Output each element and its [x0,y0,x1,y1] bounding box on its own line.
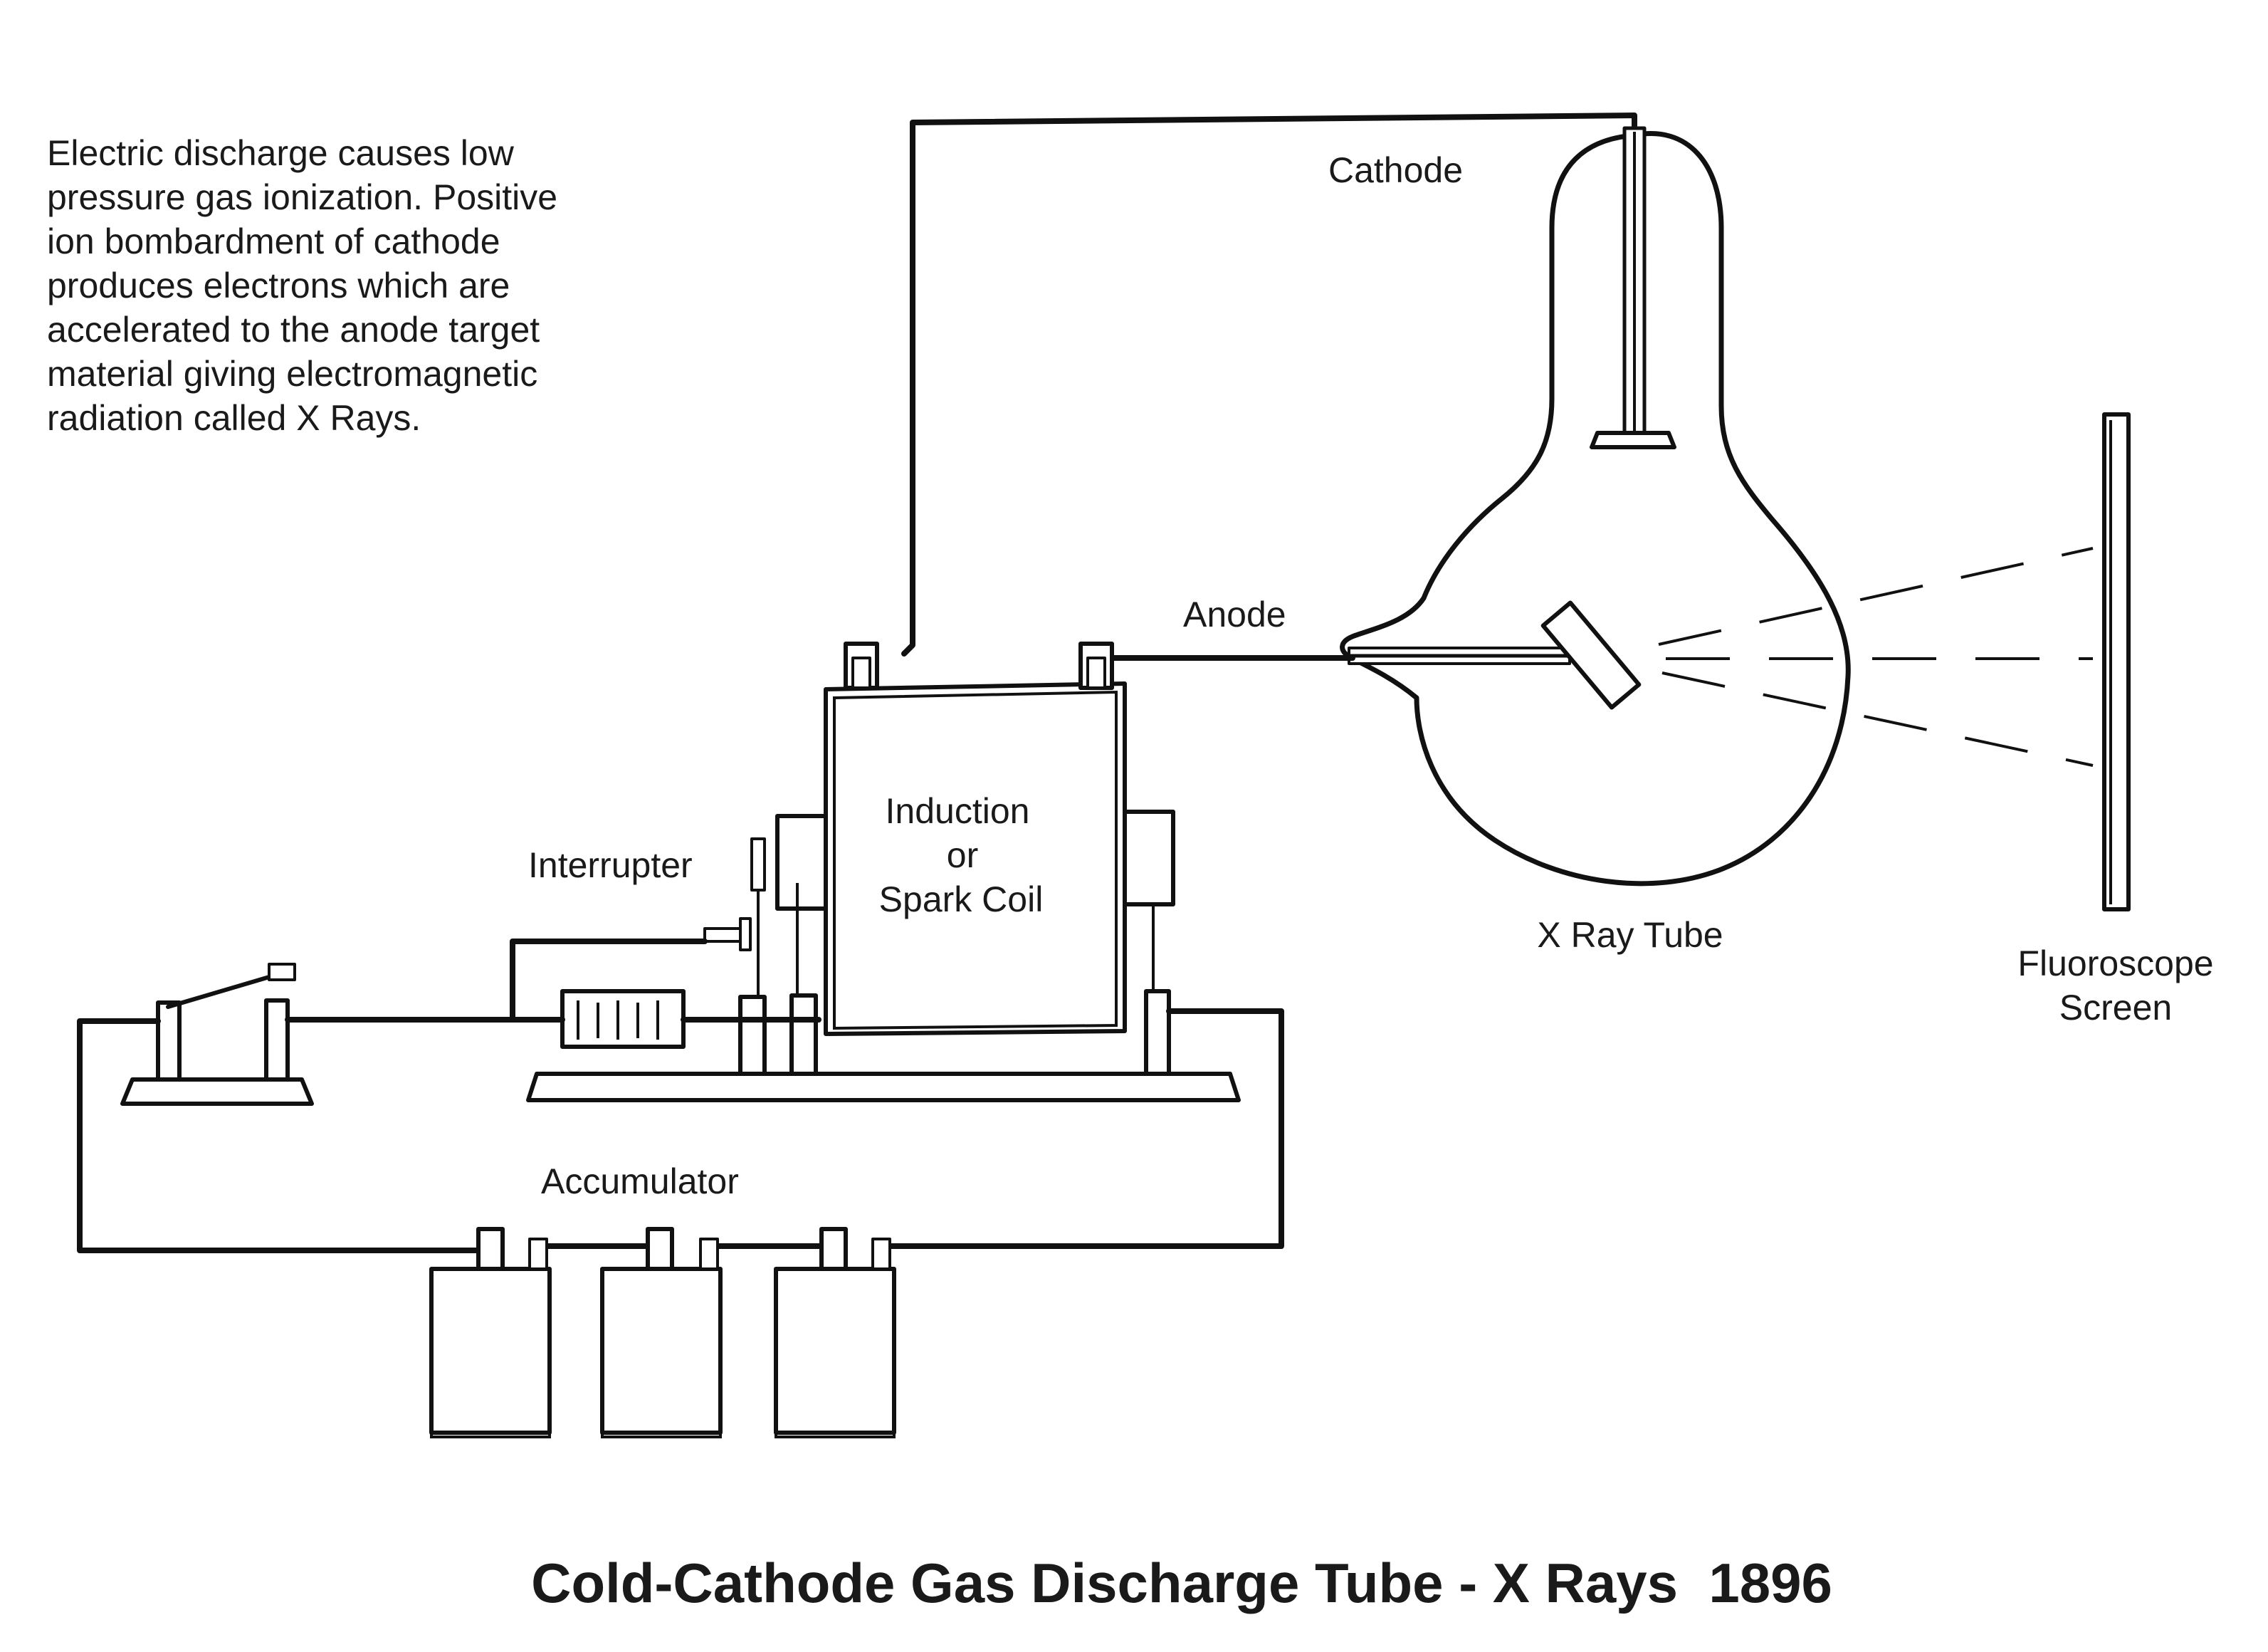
anode-electrode [1347,600,1642,710]
label-anode: Anode [1183,595,1286,634]
induction-coil [775,681,1175,1036]
label-coil-line-2: or [947,835,978,875]
interrupter [703,837,766,997]
accumulator-cell-3 [774,1267,896,1435]
description-line-4: produces electrons which are [47,266,510,305]
label-xray-tube: X Ray Tube [1537,915,1723,955]
condenser [560,989,686,1049]
xray-beams [1658,547,2094,767]
description-line-3: ion bombardment of cathode [47,221,500,261]
wire-coil-to-cathode [901,113,1637,657]
xray-tube-bulb [1340,131,1851,887]
description-text: Electric discharge causes low pressure g… [47,133,557,438]
accumulator-cell-2 [600,1267,723,1435]
base-board [526,1072,1241,1102]
label-coil-line-1: Induction [886,791,1030,831]
coil-top-terminals [844,642,1114,690]
description-line-5: accelerated to the anode target [47,310,540,350]
label-coil-line-3: Spark Coil [879,879,1044,919]
accumulator-cell-1 [429,1267,552,1435]
label-cathode: Cathode [1328,150,1463,190]
label-accumulator: Accumulator [541,1161,739,1201]
coil-stands [738,883,1171,1076]
description-line-1: Electric discharge causes low [47,133,515,173]
primary-wiring [77,939,1284,1253]
diagram-title: Cold-Cathode Gas Discharge Tube - X Rays… [531,1552,1832,1614]
fluoroscope-screen [2102,412,2131,911]
description-line-2: pressure gas ionization. Positive [47,177,557,217]
accumulator-cells [429,1227,896,1438]
switch [120,963,314,1106]
description-line-6: material giving electromagnetic [47,354,537,394]
description-line-7: radiation called X Rays. [47,398,421,438]
label-screen-line-1: Fluoroscope [2017,943,2213,983]
label-interrupter: Interrupter [528,845,693,885]
cathode-electrode [1590,126,1676,449]
label-screen-line-2: Screen [2059,988,2172,1028]
